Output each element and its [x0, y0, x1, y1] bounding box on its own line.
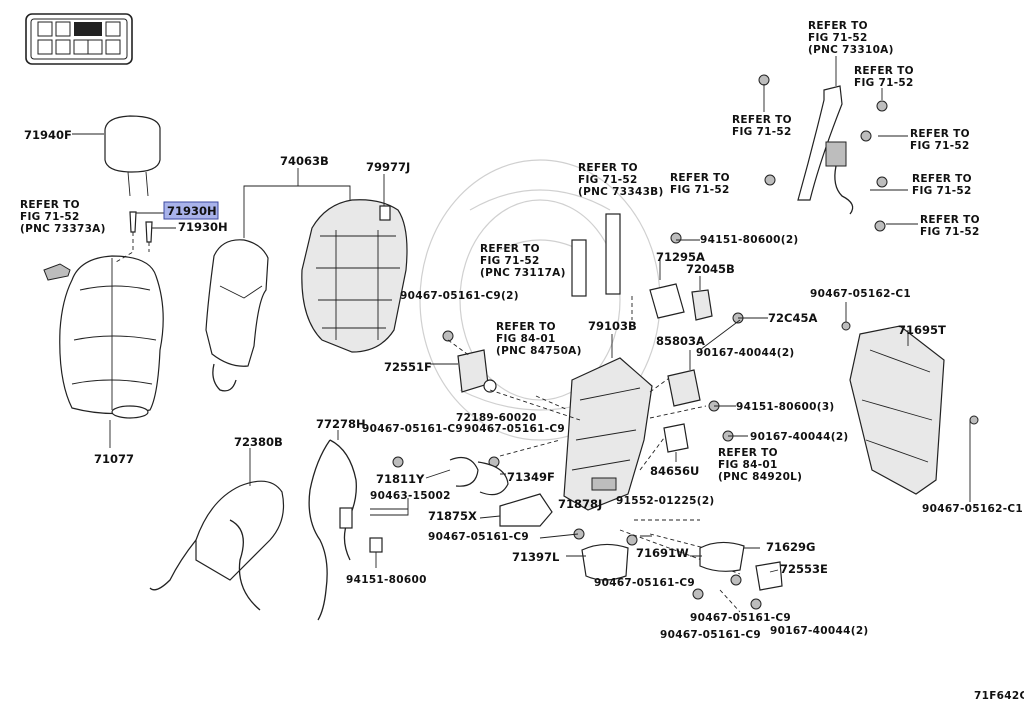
- seat-position-icon: [25, 13, 133, 65]
- refer-fig-84-01-84750A[interactable]: REFER TO FIG 84-01 (PNC 84750A): [496, 321, 582, 357]
- label-84656U[interactable]: 84656U: [650, 464, 699, 478]
- cover-71875X-drawing: [499, 493, 553, 527]
- label-94151-80600[interactable]: 94151-80600: [346, 574, 427, 586]
- cover-71349F-drawing: [477, 461, 509, 496]
- highlight-71930H: [163, 201, 219, 220]
- cover-71691W-drawing: [699, 541, 745, 572]
- label-71691W[interactable]: 71691W: [636, 546, 689, 560]
- refer-fig-71-52-f[interactable]: REFER TO FIG 71-52: [920, 214, 984, 238]
- label-90467-05161-C9-e[interactable]: 90467-05161-C9: [690, 612, 791, 624]
- knob-72045B-drawing: [691, 289, 713, 321]
- clip-drawing: [43, 263, 71, 281]
- label-71940F[interactable]: 71940F: [24, 128, 72, 142]
- label-71397L[interactable]: 71397L: [512, 550, 560, 564]
- wire-harness-drawing: [308, 439, 383, 621]
- label-90467-05162-C1-b[interactable]: 90467-05162-C1: [922, 503, 1023, 515]
- bracket-refer-fig-drawing: [571, 213, 621, 297]
- label-91552-01225-2[interactable]: 91552-01225(2): [616, 495, 715, 507]
- refer-fig-71-52-b[interactable]: REFER TO FIG 71-52: [732, 114, 796, 138]
- refer-fig-71-52-73117A[interactable]: REFER TO FIG 71-52 (PNC 73117A): [480, 243, 566, 279]
- label-72045B[interactable]: 72045B: [686, 262, 735, 276]
- label-90467-05161-C9-f[interactable]: 90467-05161-C9: [660, 629, 761, 641]
- label-71295A[interactable]: 71295A: [656, 250, 705, 264]
- label-90167-40044-2-c[interactable]: 90167-40044(2): [770, 625, 869, 637]
- switch-84656U-drawing: [663, 423, 689, 453]
- label-77278H[interactable]: 77278H: [316, 417, 366, 431]
- label-72551F[interactable]: 72551F: [384, 360, 432, 374]
- label-71629G[interactable]: 71629G: [766, 540, 815, 554]
- label-90467-05161-C9-b[interactable]: 90467-05161-C9: [464, 423, 565, 435]
- label-72380B[interactable]: 72380B: [234, 435, 283, 449]
- seatback-cover-drawing: [59, 255, 164, 419]
- label-94151-80600-3[interactable]: 94151-80600(3): [736, 401, 835, 413]
- bracket-72551F-drawing: [457, 349, 497, 393]
- label-71077[interactable]: 71077: [94, 452, 134, 466]
- label-79977J[interactable]: 79977J: [366, 160, 410, 174]
- label-71695T[interactable]: 71695T: [898, 323, 946, 337]
- diagram-code: 71F642C: [974, 690, 1024, 702]
- label-85803A[interactable]: 85803A: [656, 334, 705, 348]
- label-71878J[interactable]: 71878J: [558, 497, 602, 511]
- label-94151-80600-2[interactable]: 94151-80600(2): [700, 234, 799, 246]
- label-71349F[interactable]: 71349F: [507, 470, 555, 484]
- knob-71295A-drawing: [649, 283, 685, 319]
- label-79103B[interactable]: 79103B: [588, 319, 637, 333]
- label-72C45A[interactable]: 72C45A: [768, 311, 817, 325]
- seat-heater-drawing: [149, 480, 285, 611]
- seatback-board-drawing: [849, 325, 945, 495]
- refer-fig-71-52-d[interactable]: REFER TO FIG 71-52: [670, 172, 734, 196]
- label-90463-15002[interactable]: 90463-15002: [370, 490, 451, 502]
- seatback-frame-center-drawing: [563, 357, 653, 511]
- label-90467-05161-C9-d[interactable]: 90467-05161-C9: [594, 577, 695, 589]
- refer-fig-84-01-84920L[interactable]: REFER TO FIG 84-01 (PNC 84920L): [718, 447, 802, 483]
- cover-71397L-drawing: [581, 543, 629, 581]
- label-71875X[interactable]: 71875X: [428, 509, 477, 523]
- nut-94151-drawing: [670, 232, 682, 244]
- refer-fig-71-52-a[interactable]: REFER TO FIG 71-52: [854, 65, 918, 89]
- label-90467-05161-C9-a[interactable]: 90467-05161-C9: [362, 423, 463, 435]
- headrest-drawing: [104, 115, 161, 197]
- headrest-guide-drawing: [129, 211, 153, 243]
- label-90167-40044-2-a[interactable]: 90167-40044(2): [696, 347, 795, 359]
- bolt-90467-drawing: [392, 330, 638, 546]
- label-71930H[interactable]: 71930H: [178, 220, 228, 234]
- refer-fig-71-52-73373A[interactable]: REFER TO FIG 71-52 (PNC 73373A): [20, 199, 106, 235]
- label-74063B[interactable]: 74063B: [280, 154, 329, 168]
- refer-fig-71-52-e[interactable]: REFER TO FIG 71-52: [912, 173, 976, 197]
- spacer-drawing: [379, 205, 391, 221]
- seatbelt-drawing: [758, 74, 888, 232]
- seatback-frame-drawing: [301, 199, 408, 353]
- label-71930H-highlighted[interactable]: 71930H: [167, 204, 217, 218]
- label-72189-60020[interactable]: 72189-60020: [456, 412, 537, 424]
- label-90467-05161-C9-c[interactable]: 90467-05161-C9: [428, 531, 529, 543]
- motor-85803A-drawing: [667, 369, 701, 407]
- seatback-pad-drawing: [205, 239, 269, 392]
- label-90167-40044-2-b[interactable]: 90167-40044(2): [750, 431, 849, 443]
- label-90467-05162-C1-a[interactable]: 90467-05162-C1: [810, 288, 911, 300]
- hook-71811Y-drawing: [449, 457, 479, 487]
- label-71811Y[interactable]: 71811Y: [376, 472, 425, 486]
- refer-fig-71-52-73310A[interactable]: REFER TO FIG 71-52 (PNC 73310A): [808, 20, 894, 56]
- harness-clamp: [369, 537, 383, 553]
- cover-72553E-drawing: [755, 561, 783, 591]
- refer-fig-71-52-c[interactable]: REFER TO FIG 71-52: [910, 128, 974, 152]
- label-72553E[interactable]: 72553E: [780, 562, 828, 576]
- refer-fig-71-52-73343B[interactable]: REFER TO FIG 71-52 (PNC 73343B): [578, 162, 664, 198]
- label-90467-05161-C9-2[interactable]: 90467-05161-C9(2): [400, 290, 519, 302]
